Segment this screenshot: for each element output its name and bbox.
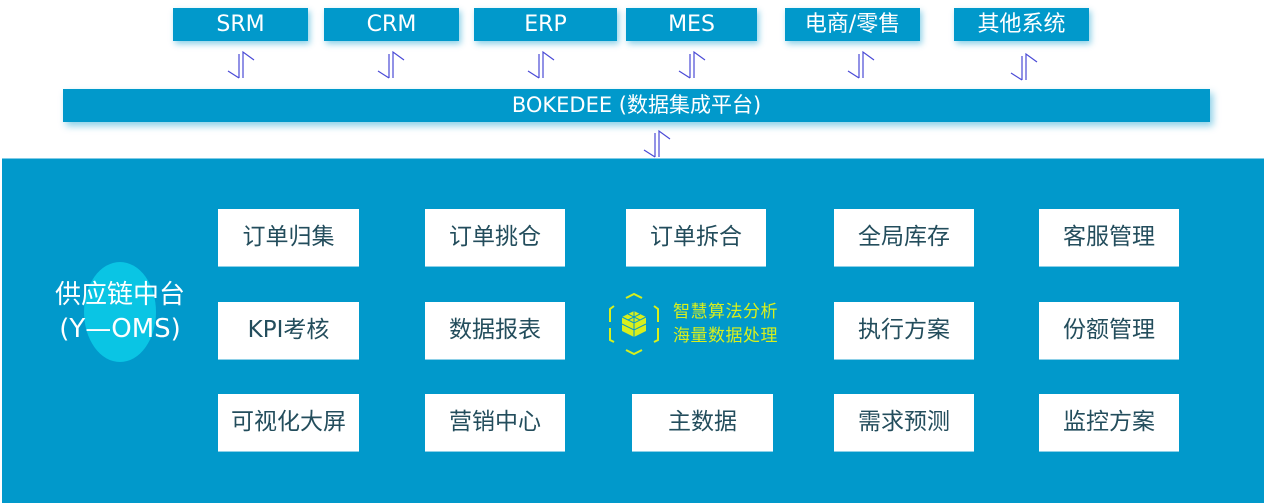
algorithm-text: 智慧算法分析 海量数据处理	[673, 300, 778, 348]
core-title: 供应链中台	[54, 280, 185, 310]
system-box-erp: ERP	[474, 8, 617, 41]
system-box-srm: SRM	[173, 8, 308, 41]
system-box-other: 其他系统	[954, 8, 1089, 41]
module-customer-service: 客服管理	[1039, 209, 1179, 267]
module-order-warehouse-selection: 订单挑仓	[425, 209, 565, 267]
module-marketing-center: 营销中心	[425, 394, 565, 452]
bidirectional-arrow-icon	[377, 50, 405, 79]
core-label: 供应链中台 (Y—OMS)	[30, 278, 210, 346]
system-box-ecommerce: 电商/零售	[785, 8, 920, 41]
module-monitoring-plan: 监控方案	[1039, 394, 1179, 452]
module-order-split-merge: 订单拆合	[626, 209, 766, 267]
core-logo-circle	[84, 262, 156, 362]
algorithm-line1: 智慧算法分析	[673, 302, 778, 322]
cube-hexagon-icon	[609, 292, 659, 356]
bidirectional-arrow-icon	[847, 50, 875, 79]
module-order-collection: 订单归集	[218, 209, 359, 267]
bidirectional-arrow-icon	[643, 129, 671, 158]
module-data-reports: 数据报表	[425, 302, 565, 360]
bidirectional-arrow-icon	[527, 50, 555, 79]
module-visual-dashboard: 可视化大屏	[218, 394, 359, 452]
module-master-data: 主数据	[632, 394, 773, 452]
integration-platform-bar: BOKEDEE (数据集成平台)	[63, 89, 1210, 122]
bidirectional-arrow-icon	[1010, 52, 1038, 81]
module-execution-plan: 执行方案	[834, 302, 974, 360]
system-box-mes: MES	[626, 8, 757, 41]
module-demand-forecast: 需求预测	[834, 394, 974, 452]
core-subtitle: (Y—OMS)	[59, 314, 181, 344]
module-kpi: KPI考核	[218, 302, 359, 360]
module-global-inventory: 全局库存	[834, 209, 974, 267]
algorithm-line2: 海量数据处理	[673, 326, 778, 346]
module-quota-management: 份额管理	[1039, 302, 1179, 360]
bidirectional-arrow-icon	[227, 50, 255, 79]
bidirectional-arrow-icon	[678, 50, 706, 79]
system-box-crm: CRM	[324, 8, 459, 41]
